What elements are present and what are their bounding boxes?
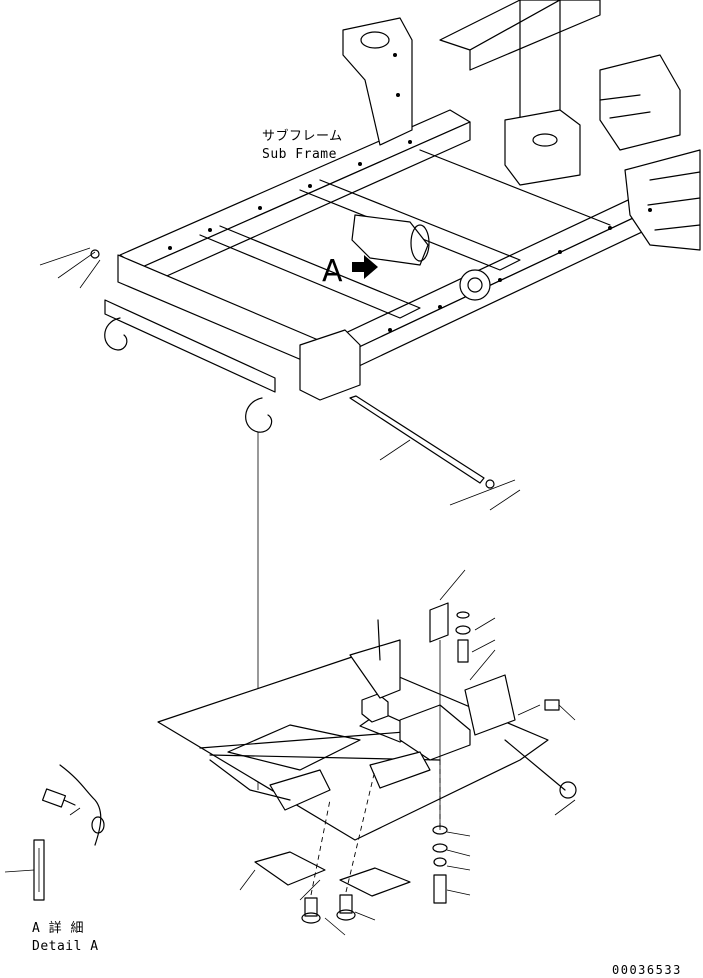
subframe-label-en: Sub Frame <box>262 147 337 162</box>
support-rod <box>349 395 521 511</box>
part-number: 00036533 <box>612 963 682 977</box>
under-cover-assembly <box>157 569 577 936</box>
view-marker-label: A <box>322 254 343 289</box>
detail-a-view <box>4 764 105 901</box>
arrow-right-icon <box>352 255 378 279</box>
detail-label-en: Detail A <box>32 939 99 954</box>
subframe-label-jp: サブフレーム <box>262 128 343 144</box>
detail-label-jp: A 詳 細 <box>32 920 84 936</box>
sub-frame-assembly <box>104 0 701 433</box>
view-arrow-a: A <box>322 254 378 289</box>
